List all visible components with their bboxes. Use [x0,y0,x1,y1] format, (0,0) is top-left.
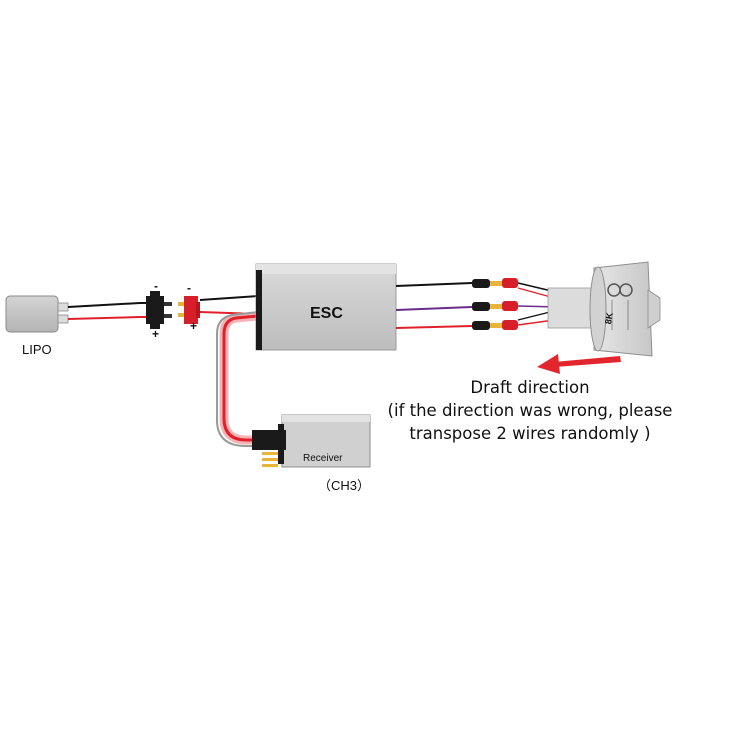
esc-power-wires [199,295,259,315]
plus-label-2: + [190,319,197,333]
plus-label-1: + [152,327,159,341]
caption-line-2: (if the direction was wrong, please [387,401,673,420]
lipo-battery-icon [5,295,69,333]
channel-label: （CH3） [318,478,370,493]
esc-label: ESC [310,305,343,322]
motor-phase-wires [395,282,473,329]
deans-t-connector-icon [146,291,200,329]
minus-label-2: - [187,281,191,295]
receiver-label: Receiver [303,453,343,464]
bullet-connectors-icon [472,278,518,330]
esc-unit [255,263,397,351]
receiver-signal-cable [216,311,259,447]
edf-fan-motor-icon [547,261,661,357]
caption-title: Draft direction [470,378,590,397]
left-arrow-icon [537,354,621,374]
battery-wires [67,302,150,320]
receiver-unit [252,414,371,468]
battery-label: LIPO [22,342,52,357]
minus-label-1: - [154,279,158,293]
motor-brand-label: 8K [603,311,615,325]
caption-line-3: transpose 2 wires randomly ) [409,424,651,443]
direction-caption: Draft direction (if the direction was wr… [360,376,700,445]
